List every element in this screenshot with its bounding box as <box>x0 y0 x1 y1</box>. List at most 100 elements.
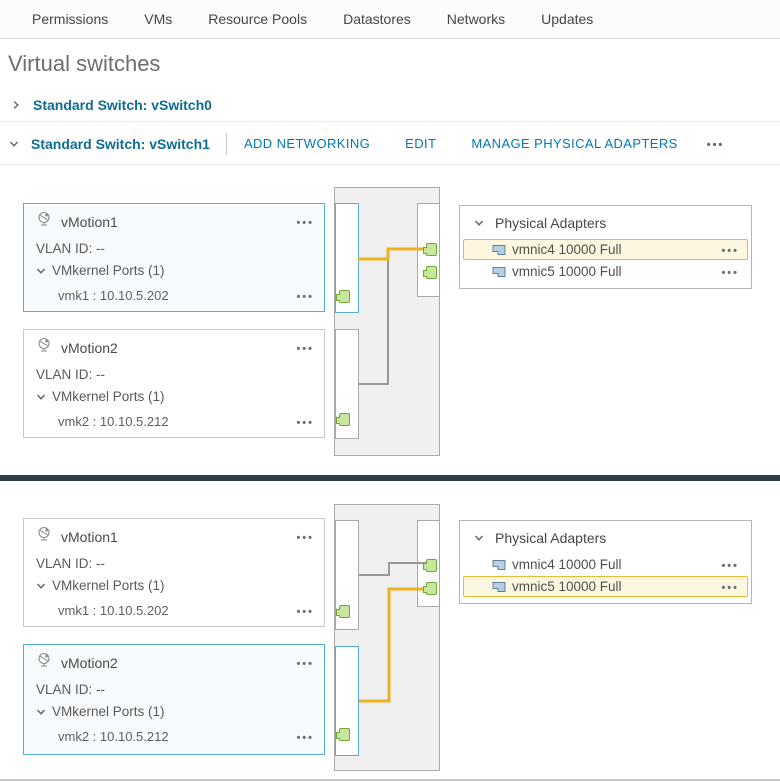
chevron-down-icon <box>35 391 47 403</box>
port-group-card-vmotion1[interactable]: vMotion1 VLAN ID: -- VMkernel Ports (1) … <box>23 203 325 312</box>
add-networking-button[interactable]: ADD NETWORKING <box>243 136 371 151</box>
more-menu-icon[interactable] <box>296 604 314 618</box>
chevron-down-icon <box>35 580 47 592</box>
uplink-port-icon <box>423 266 437 279</box>
vmkernel-ports-label: VMkernel Ports (1) <box>52 704 165 719</box>
topology-panel-vmotion2-selected: vMotion1 VLAN ID: -- VMkernel Ports (1) … <box>0 500 780 781</box>
vlan-id-label: VLAN ID: -- <box>36 367 106 382</box>
vmkernel-ports-toggle[interactable]: VMkernel Ports (1) <box>35 263 165 278</box>
manage-physical-adapters-button[interactable]: MANAGE PHYSICAL ADAPTERS <box>471 136 678 151</box>
chevron-down-icon <box>473 217 485 229</box>
tab-vms[interactable]: VMs <box>144 11 173 27</box>
port-group-header: vMotion1 <box>36 211 314 232</box>
switch-row-vswitch0[interactable]: Standard Switch: vSwitch0 <box>0 88 780 122</box>
uplink-port-icon <box>423 582 437 595</box>
nic-label: vmnic5 10000 Full <box>512 264 622 279</box>
port-group-name: vMotion1 <box>61 213 118 230</box>
page-title: Virtual switches <box>8 51 161 76</box>
physical-adapters-title: Physical Adapters <box>495 530 607 546</box>
tab-networks[interactable]: Networks <box>446 11 506 27</box>
chevron-right-icon[interactable] <box>10 99 22 111</box>
vmk-port-icon <box>336 290 350 303</box>
more-menu-icon[interactable] <box>296 655 314 671</box>
vmk-port-icon <box>336 413 350 426</box>
vlan-id-label: VLAN ID: -- <box>36 682 106 697</box>
port-group-name: vMotion1 <box>61 528 118 545</box>
more-menu-icon[interactable] <box>296 214 314 230</box>
vmkernel-ports-label: VMkernel Ports (1) <box>52 263 165 278</box>
port-group-icon <box>36 652 52 673</box>
port-group-icon <box>36 337 52 358</box>
port-group-name: vMotion2 <box>61 654 118 671</box>
nic-row-vmnic4[interactable]: vmnic4 10000 Full <box>463 239 748 260</box>
chevron-down-icon <box>35 706 47 718</box>
tab-resource-pools[interactable]: Resource Pools <box>208 11 308 27</box>
port-group-header: vMotion1 <box>36 526 314 547</box>
nic-row-vmnic5[interactable]: vmnic5 10000 Full <box>463 576 748 597</box>
port-group-card-vmotion2[interactable]: vMotion2 VLAN ID: -- VMkernel Ports (1) … <box>23 644 325 755</box>
vlan-id-label: VLAN ID: -- <box>36 556 106 571</box>
vmk-row: vmk2 : 10.10.5.212 <box>58 414 314 429</box>
more-menu-icon[interactable] <box>721 243 739 257</box>
page-bottom-border <box>0 779 780 781</box>
physical-nic-icon <box>492 559 506 571</box>
physical-adapters-header[interactable]: Physical Adapters <box>460 206 751 238</box>
more-actions-icon[interactable] <box>707 136 725 152</box>
physical-nic-icon <box>492 266 506 278</box>
switch-name-vswitch1[interactable]: Standard Switch: vSwitch1 <box>31 135 210 152</box>
topology-panel-vmotion1-selected: vMotion1 VLAN ID: -- VMkernel Ports (1) … <box>0 185 780 475</box>
edit-button[interactable]: EDIT <box>405 136 437 151</box>
more-menu-icon[interactable] <box>296 730 314 744</box>
vmk-row: vmk1 : 10.10.5.202 <box>58 603 314 618</box>
port-group-card-vmotion1[interactable]: vMotion1 VLAN ID: -- VMkernel Ports (1) … <box>23 518 325 627</box>
port-group-card-vmotion2[interactable]: vMotion2 VLAN ID: -- VMkernel Ports (1) … <box>23 329 325 438</box>
more-menu-icon[interactable] <box>296 415 314 429</box>
vmkernel-ports-toggle[interactable]: VMkernel Ports (1) <box>35 389 165 404</box>
physical-adapters-card: Physical Adapters vmnic4 10000 Full vmni… <box>459 205 752 289</box>
vmkernel-ports-label: VMkernel Ports (1) <box>52 578 165 593</box>
nic-label: vmnic4 10000 Full <box>512 242 622 257</box>
vmk-entry-label: vmk2 : 10.10.5.212 <box>58 414 169 429</box>
vmkernel-ports-toggle[interactable]: VMkernel Ports (1) <box>35 578 165 593</box>
nic-label: vmnic5 10000 Full <box>512 579 622 594</box>
tab-updates[interactable]: Updates <box>541 11 594 27</box>
more-menu-icon[interactable] <box>721 558 739 572</box>
vmkernel-ports-toggle[interactable]: VMkernel Ports (1) <box>35 704 165 719</box>
vmk-entry-label: vmk1 : 10.10.5.202 <box>58 288 169 303</box>
nic-row-vmnic5[interactable]: vmnic5 10000 Full <box>463 261 748 282</box>
uplink-port-icon <box>423 559 437 572</box>
more-menu-icon[interactable] <box>296 289 314 303</box>
tab-bar: Permissions VMs Resource Pools Datastore… <box>0 0 780 39</box>
vmk-row: vmk2 : 10.10.5.212 <box>58 729 314 744</box>
vmk-entry-label: vmk1 : 10.10.5.202 <box>58 603 169 618</box>
port-group-header: vMotion2 <box>36 652 314 673</box>
switch-name-vswitch0[interactable]: Standard Switch: vSwitch0 <box>33 96 212 113</box>
vmk-row: vmk1 : 10.10.5.202 <box>58 288 314 303</box>
physical-adapters-title: Physical Adapters <box>495 215 607 231</box>
chevron-down-icon <box>473 532 485 544</box>
physical-nic-icon <box>492 244 506 256</box>
more-menu-icon[interactable] <box>296 529 314 545</box>
more-menu-icon[interactable] <box>721 265 739 279</box>
nic-label: vmnic4 10000 Full <box>512 557 622 572</box>
port-group-icon <box>36 526 52 547</box>
uplink-port-icon <box>423 243 437 256</box>
divider <box>225 132 227 155</box>
physical-adapters-header[interactable]: Physical Adapters <box>460 521 751 553</box>
vmk-port-icon <box>336 728 350 741</box>
more-menu-icon[interactable] <box>721 580 739 594</box>
vmk-port-icon <box>336 605 350 618</box>
more-menu-icon[interactable] <box>296 340 314 356</box>
vlan-id-label: VLAN ID: -- <box>36 241 106 256</box>
port-group-icon <box>36 211 52 232</box>
chevron-down-icon[interactable] <box>8 138 20 150</box>
nic-row-vmnic4[interactable]: vmnic4 10000 Full <box>463 554 748 575</box>
vmkernel-ports-label: VMkernel Ports (1) <box>52 389 165 404</box>
switch-row-vswitch1: Standard Switch: vSwitch1 ADD NETWORKING… <box>0 123 780 165</box>
tab-datastores[interactable]: Datastores <box>343 11 411 27</box>
chevron-down-icon <box>35 265 47 277</box>
physical-adapters-card: Physical Adapters vmnic4 10000 Full vmni… <box>459 520 752 604</box>
panel-separator <box>0 475 780 481</box>
tab-permissions[interactable]: Permissions <box>32 11 109 27</box>
